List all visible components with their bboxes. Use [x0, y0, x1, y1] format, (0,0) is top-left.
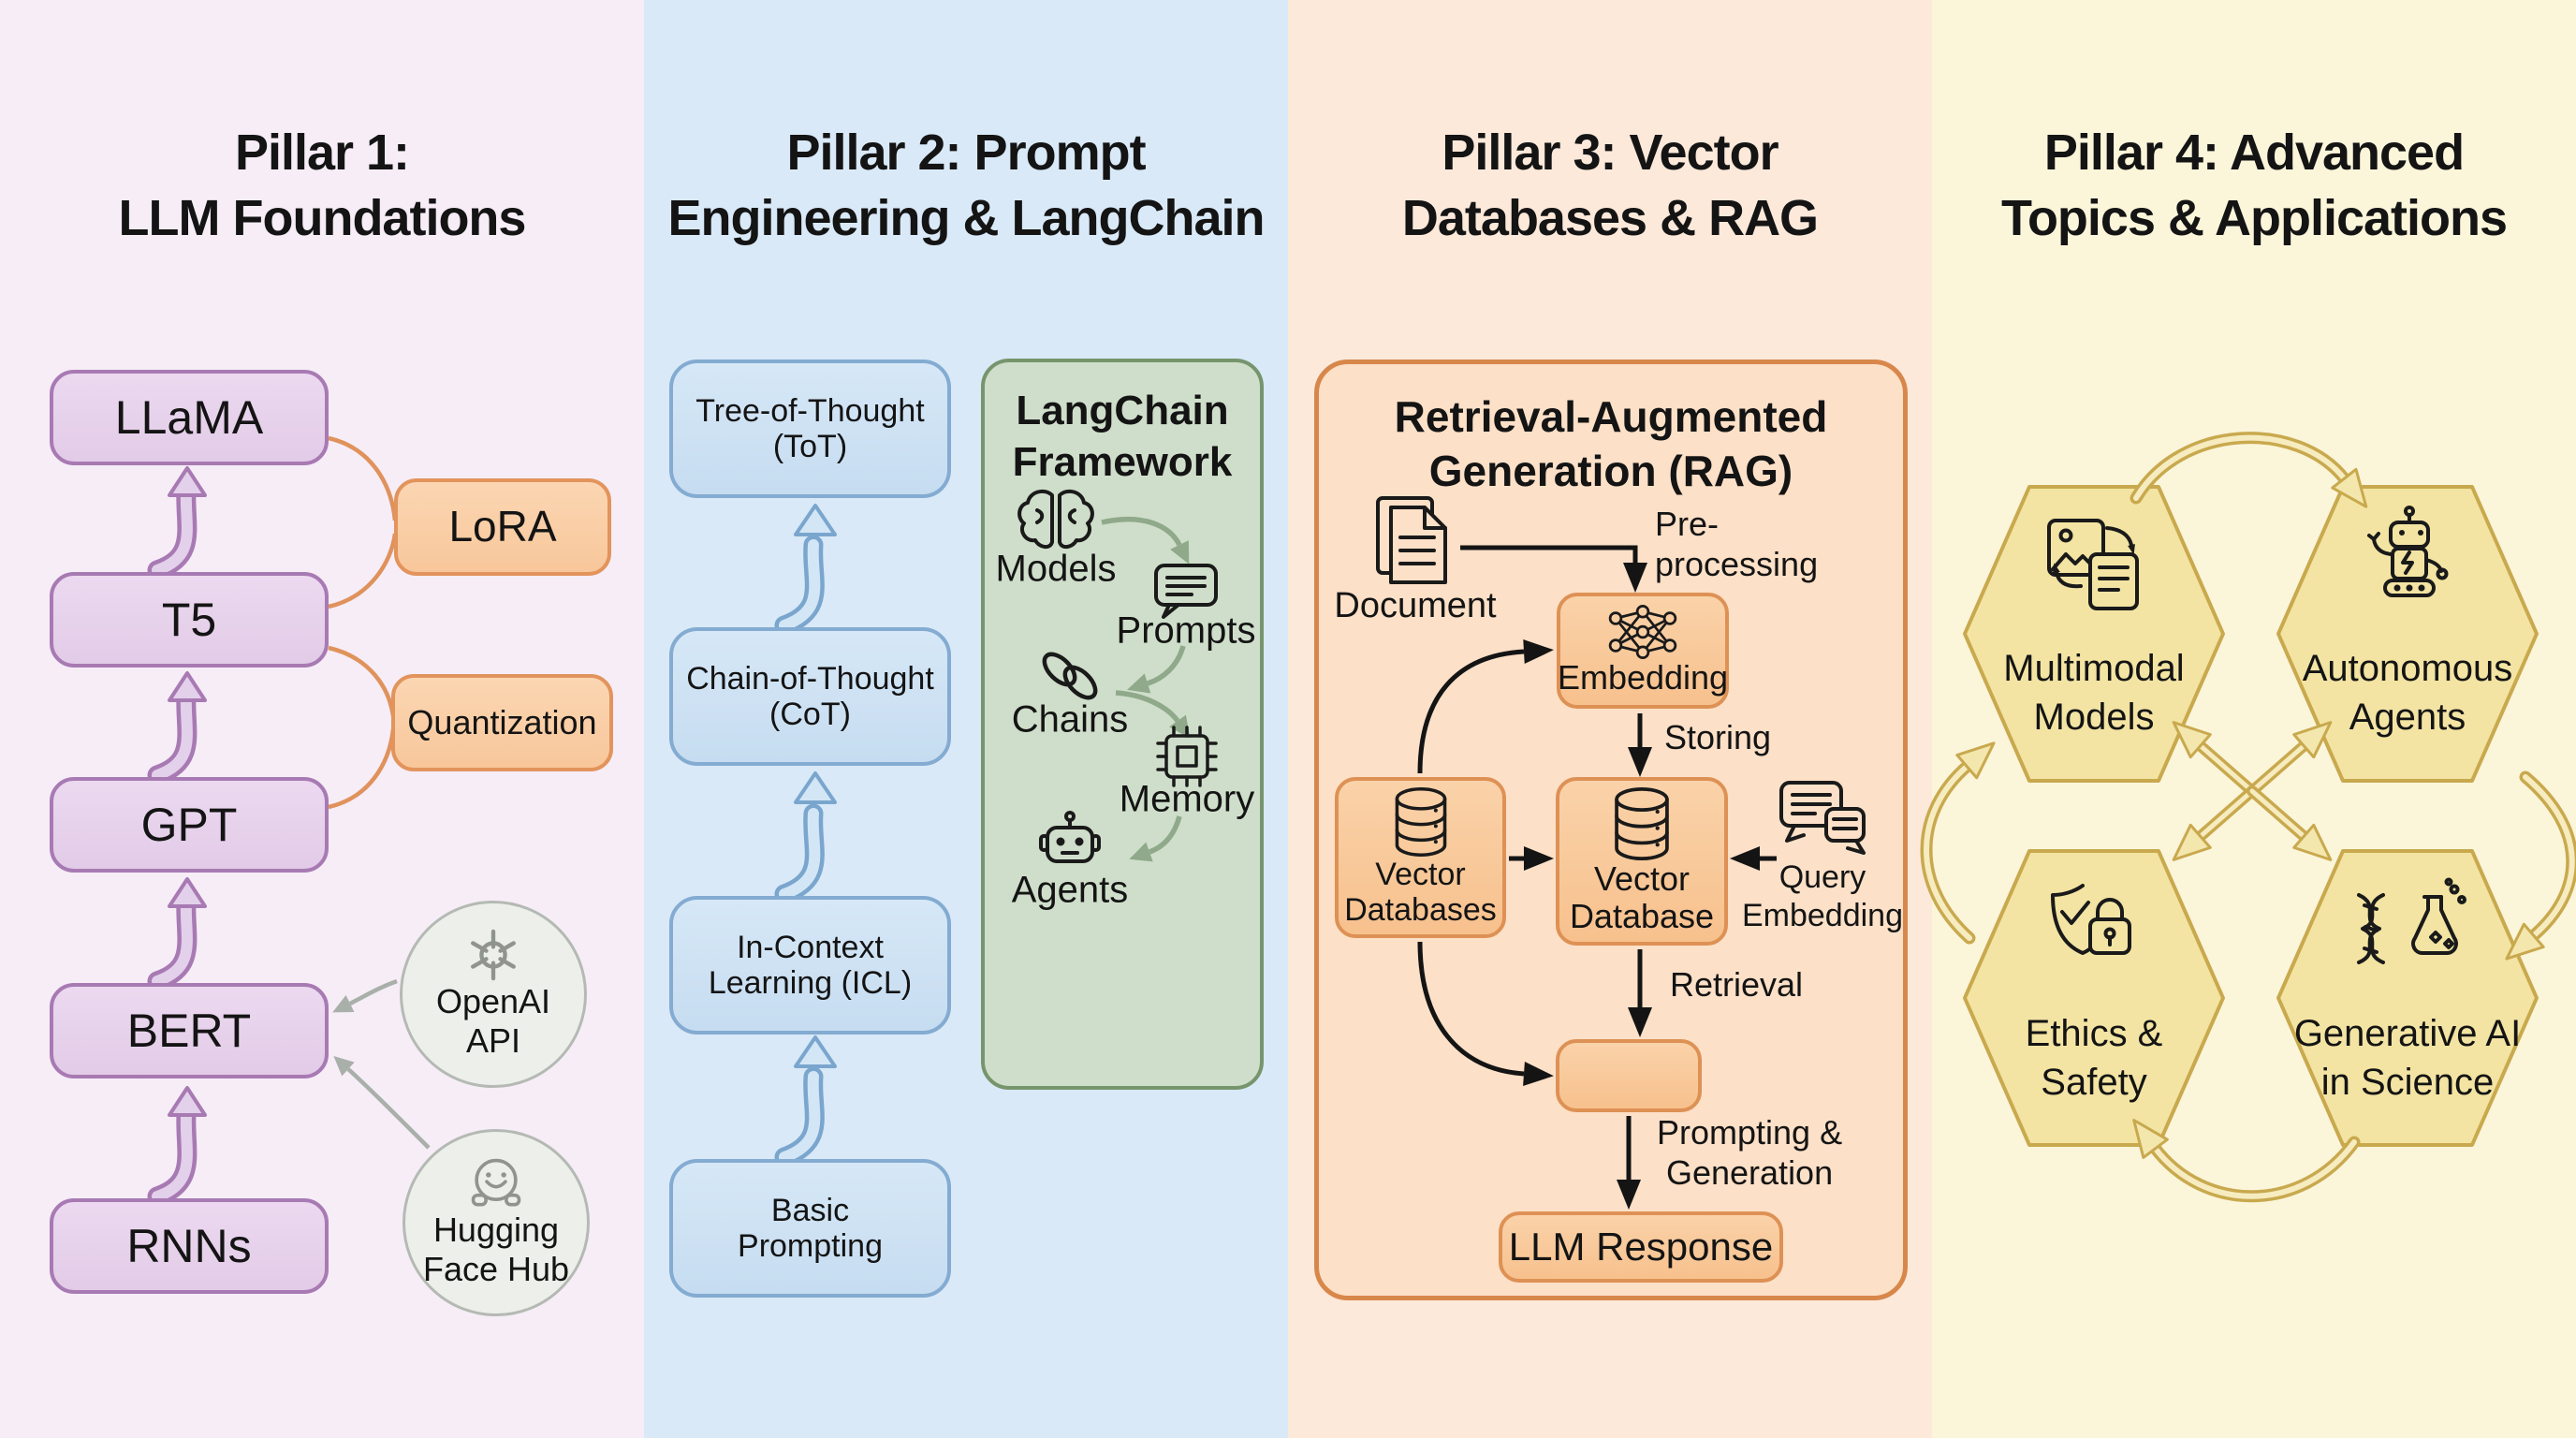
database-icon	[1395, 786, 1446, 857]
langchain-framework-title: LangChain Framework	[985, 385, 1260, 488]
pillar1-title: Pillar 1: LLM Foundations	[0, 120, 644, 251]
pillar3-title-line2: Databases & RAG	[1401, 190, 1819, 247]
technique-box-cot: Chain-of-Thought (CoT)	[669, 627, 951, 766]
component-label-models: Models	[995, 548, 1117, 590]
component-label-agents: Agents	[1011, 869, 1129, 911]
vector-database-box: Vector Database	[1556, 777, 1728, 946]
openai-label-line1: OpenAI	[435, 981, 551, 1020]
rag-title: Retrieval-Augmented Generation (RAG)	[1319, 390, 1903, 498]
hex-label-autonomous: Autonomous Agents	[2302, 648, 2513, 738]
pillar1-title-line2: LLM Foundations	[118, 190, 527, 247]
lora-box: LoRA	[394, 478, 611, 576]
pillar4-title-line1: Pillar 4: Advanced	[2043, 125, 2465, 181]
pillar4-title-line2: Topics & Applications	[2000, 190, 2508, 247]
hugging-face-circle: Hugging Face Hub	[402, 1129, 590, 1316]
component-label-chains: Chains	[1011, 698, 1129, 741]
hex-label-genai: Generative AI in Science	[2293, 1013, 2522, 1103]
component-label-prompts: Prompts	[1116, 609, 1256, 652]
hf-label-line2: Face Hub	[422, 1250, 570, 1288]
pillar2-title-line2: Engineering & LangChain	[667, 190, 1265, 247]
model-box-bert: BERT	[50, 983, 329, 1078]
pillar1-title-line1: Pillar 1:	[234, 125, 410, 181]
langchain-framework-box: LangChain Framework	[981, 359, 1264, 1090]
openai-icon	[471, 929, 516, 980]
context-box	[1556, 1039, 1702, 1112]
pillar4-title: Pillar 4: Advanced Topics & Applications	[1932, 120, 2576, 251]
database-icon	[1615, 786, 1669, 860]
vector-databases-box: Vector Databases	[1335, 777, 1506, 938]
pillar3-title-line1: Pillar 3: Vector	[1442, 125, 1778, 181]
model-box-t5: T5	[50, 572, 329, 668]
technique-box-tot: Tree-of-Thought (ToT)	[669, 360, 951, 498]
pillar3-title: Pillar 3: Vector Databases & RAG	[1288, 120, 1932, 251]
model-box-gpt: GPT	[50, 777, 329, 873]
pillar2-title-line1: Pillar 2: Prompt	[786, 125, 1146, 181]
hex-label-ethics: Ethics & Safety	[2025, 1013, 2163, 1103]
llm-response-box: LLM Response	[1499, 1211, 1783, 1283]
embedding-box: Embedding	[1557, 593, 1729, 709]
hex-label-multimodal: Multimodal Models	[2003, 648, 2185, 738]
hugging-face-icon	[471, 1158, 521, 1206]
openai-api-circle: OpenAI API	[400, 901, 587, 1088]
query-embedding-label: Query Embedding	[1741, 859, 1904, 933]
technique-box-icl: In-Context Learning (ICL)	[669, 896, 951, 1034]
langchain-title-line1: LangChain	[1016, 388, 1229, 433]
quantization-box: Quantization	[391, 674, 613, 771]
pillar2-title: Pillar 2: Prompt Engineering & LangChain	[644, 120, 1288, 251]
retrieval-label: Retrieval	[1670, 965, 1804, 1004]
storing-label: Storing	[1664, 718, 1772, 756]
neural-network-icon	[1608, 604, 1677, 659]
embedding-label: Embedding	[1557, 657, 1729, 697]
model-box-llama: LLaMA	[50, 370, 329, 465]
model-box-rnns: RNNs	[50, 1198, 329, 1294]
document-label: Document	[1334, 586, 1497, 626]
rag-title-line2: Generation (RAG)	[1428, 446, 1793, 495]
component-label-memory: Memory	[1119, 778, 1255, 820]
rag-title-line1: Retrieval-Augmented	[1394, 392, 1828, 441]
technique-box-basic: Basic Prompting	[669, 1159, 951, 1298]
preprocessing-label: Pre- processing	[1655, 505, 1819, 584]
langchain-title-line2: Framework	[1012, 439, 1233, 485]
openai-label-line2: API	[465, 1021, 521, 1060]
hf-label-line1: Hugging	[432, 1210, 560, 1249]
prompting-generation-label: Prompting & Generation	[1657, 1113, 1843, 1193]
